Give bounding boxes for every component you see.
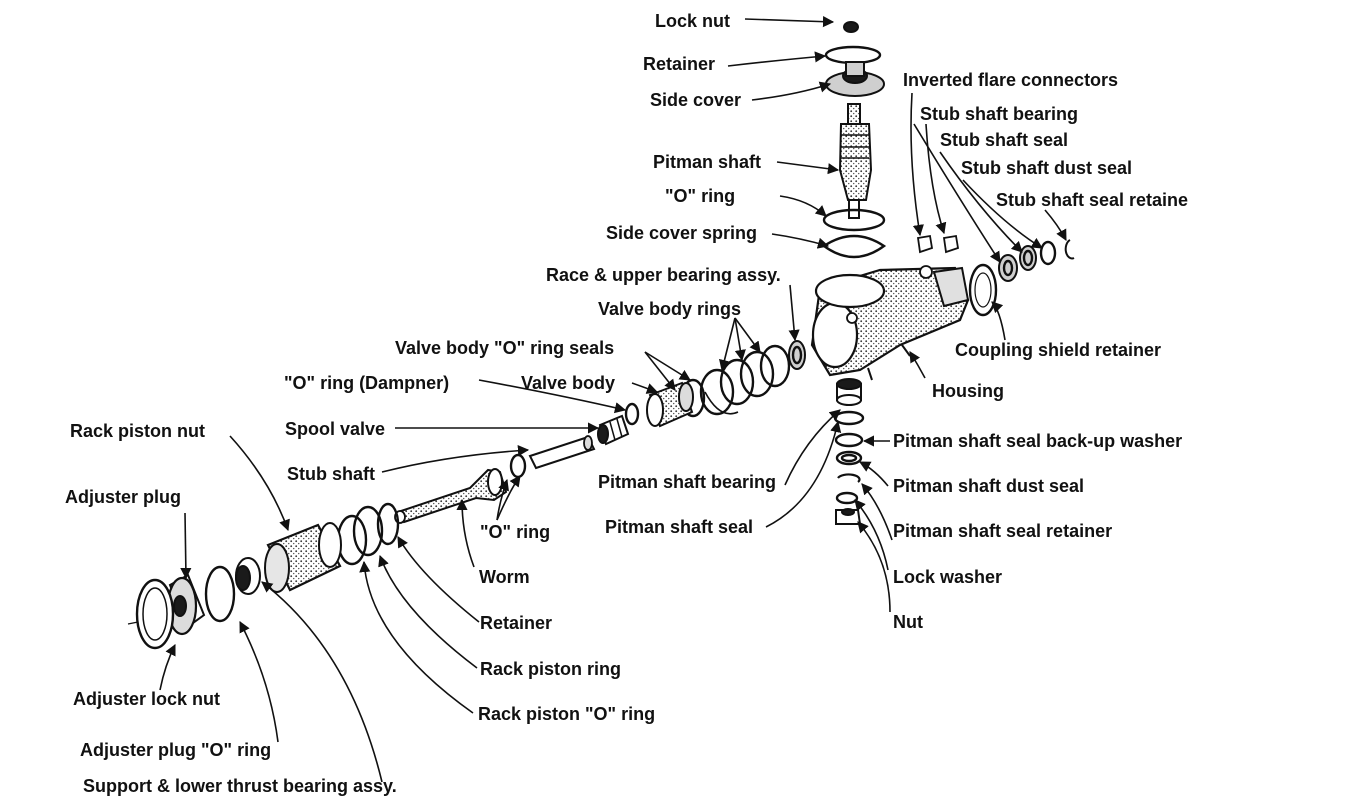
pitman-shaft-bearing-part [836, 378, 862, 406]
label-pitman-backup-washer: Pitman shaft seal back-up washer [893, 431, 1183, 451]
label-pitman-dust-seal: Pitman shaft dust seal [893, 476, 1085, 496]
pitman-shaft-seal-part [833, 410, 865, 426]
adjuster-lock-nut-part [135, 578, 175, 650]
label-pitman-shaft-seal: Pitman shaft seal [605, 517, 754, 537]
label-side-cover: Side cover [650, 90, 742, 110]
retainer-top-part [824, 45, 882, 65]
label-pitman-shaft-bearing: Pitman shaft bearing [598, 472, 777, 492]
label-retainer-lower: Retainer [480, 613, 553, 633]
support-lower-thrust-part [235, 557, 261, 595]
o-ring-worm-part [509, 453, 527, 479]
label-stub-shaft-dust-seal: Stub shaft dust seal [961, 158, 1133, 178]
worm-part [394, 468, 508, 524]
label-o-ring-worm: "O" ring [480, 522, 551, 542]
coupling-shield-retainer-part [968, 263, 998, 317]
inverted-flare-connectors-part [916, 234, 960, 254]
spool-valve-part [597, 414, 630, 446]
stub-shaft-bearing-part [998, 254, 1018, 282]
side-cover-part [825, 61, 885, 97]
label-inverted-flare-connectors: Inverted flare connectors [903, 70, 1119, 90]
label-adjuster-plug: Adjuster plug [65, 487, 181, 507]
valve-body-rings-part [699, 344, 791, 416]
housing-part [810, 265, 970, 381]
label-adjuster-plug-o-ring: Adjuster plug "O" ring [80, 740, 272, 760]
stub-shaft-seal-part [1019, 245, 1037, 271]
label-valve-body-rings: Valve body rings [598, 299, 742, 319]
label-nut: Nut [893, 612, 923, 632]
pitman-shaft-part [838, 103, 873, 219]
stub-shaft-part [528, 435, 596, 470]
label-pitman-shaft: Pitman shaft [653, 152, 762, 172]
label-stub-shaft: Stub shaft [287, 464, 375, 484]
pitman-dust-seal-part [835, 450, 863, 466]
label-o-ring-dampner: "O" ring (Dampner) [284, 373, 450, 393]
lock-washer-part [835, 491, 859, 505]
label-lock-nut: Lock nut [655, 11, 730, 31]
label-stub-shaft-seal-retainer: Stub shaft seal retaine [996, 190, 1189, 210]
o-ring-top-part [822, 208, 886, 232]
valve-body-part [646, 381, 694, 428]
label-side-cover-spring: Side cover spring [606, 223, 758, 243]
label-support-lower-thrust: Support & lower thrust bearing assy. [83, 776, 397, 796]
label-rack-piston-o-ring: Rack piston "O" ring [478, 704, 656, 724]
lock-nut-part [843, 21, 859, 33]
o-ring-dampner-part [624, 402, 640, 426]
label-o-ring-top: "O" ring [665, 186, 736, 206]
adjuster-plug-o-ring-part [204, 565, 236, 623]
side-cover-spring-part [821, 234, 887, 259]
pitman-seal-retainer-part [837, 473, 861, 483]
stub-shaft-seal-retainer-part [1064, 239, 1075, 260]
rack-piston-o-ring-part [336, 514, 368, 566]
label-rack-piston-nut: Rack piston nut [70, 421, 206, 441]
label-valve-body: Valve body [521, 373, 616, 393]
label-stub-shaft-seal: Stub shaft seal [940, 130, 1069, 150]
label-coupling-shield-retainer: Coupling shield retainer [955, 340, 1162, 360]
label-valve-body-o-ring-seals: Valve body "O" ring seals [395, 338, 615, 358]
label-worm: Worm [479, 567, 530, 587]
label-race-upper-bearing: Race & upper bearing assy. [546, 265, 781, 285]
label-housing: Housing [932, 381, 1004, 401]
adjuster-plug-part [166, 573, 206, 636]
retainer-lower-part [376, 502, 400, 546]
rack-piston-ring-part [352, 505, 384, 557]
label-lock-washer: Lock washer [893, 567, 1003, 587]
pitman-backup-washer-part [834, 432, 864, 448]
stub-shaft-dust-seal-part [1039, 240, 1057, 266]
rack-piston-nut-part [264, 522, 342, 593]
label-pitman-seal-retainer: Pitman shaft seal retainer [893, 521, 1113, 541]
label-rack-piston-ring: Rack piston ring [480, 659, 622, 679]
leader-lines [159, 16, 1067, 783]
label-retainer-top: Retainer [643, 54, 716, 74]
label-stub-shaft-bearing: Stub shaft bearing [920, 104, 1079, 124]
label-spool-valve: Spool valve [285, 419, 386, 439]
label-adjuster-lock-nut: Adjuster lock nut [73, 689, 221, 709]
nut-part [835, 508, 862, 525]
race-upper-bearing-part [788, 340, 806, 370]
